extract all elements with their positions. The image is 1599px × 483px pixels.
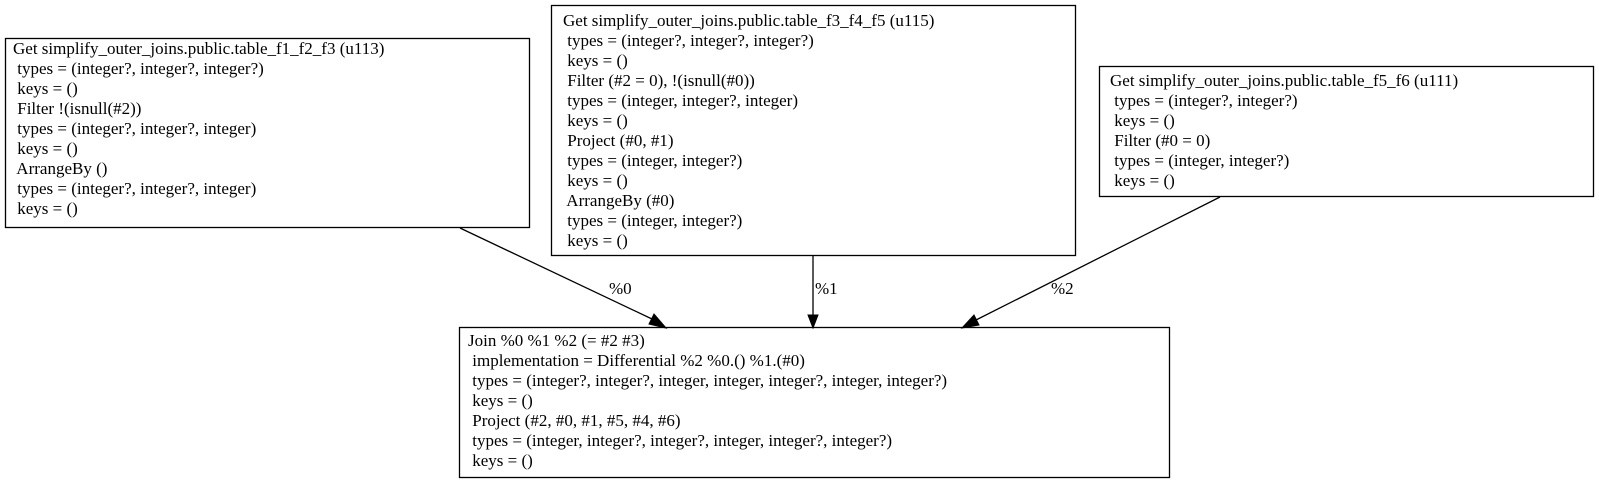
node-text: Get simplify_outer_joins.public.table_f5… [1110, 71, 1462, 190]
node-table-f5-f6: Get simplify_outer_joins.public.table_f5… [1098, 65, 1595, 198]
node-text: Get simplify_outer_joins.public.table_f1… [13, 39, 389, 218]
node-table-f1-f2-f3: Get simplify_outer_joins.public.table_f1… [4, 37, 531, 229]
edge-2: %2 [960, 196, 1221, 329]
edge-label: %1 [815, 279, 838, 298]
arrowhead-icon [807, 314, 819, 330]
edge-0: %0 [459, 227, 668, 329]
edge-label: %2 [1051, 279, 1074, 298]
edge-label: %0 [609, 279, 632, 298]
node-text: Join %0 %1 %2 (= #2 #3) implementation =… [468, 331, 951, 470]
edge-1: %1 [807, 256, 838, 330]
arrowhead-icon [648, 313, 668, 329]
node-join: Join %0 %1 %2 (= #2 #3) implementation =… [458, 326, 1171, 479]
node-text: Get simplify_outer_joins.public.table_f3… [563, 11, 939, 250]
node-table-f3-f4-f5: Get simplify_outer_joins.public.table_f3… [550, 4, 1077, 257]
arrowhead-icon [960, 314, 980, 329]
